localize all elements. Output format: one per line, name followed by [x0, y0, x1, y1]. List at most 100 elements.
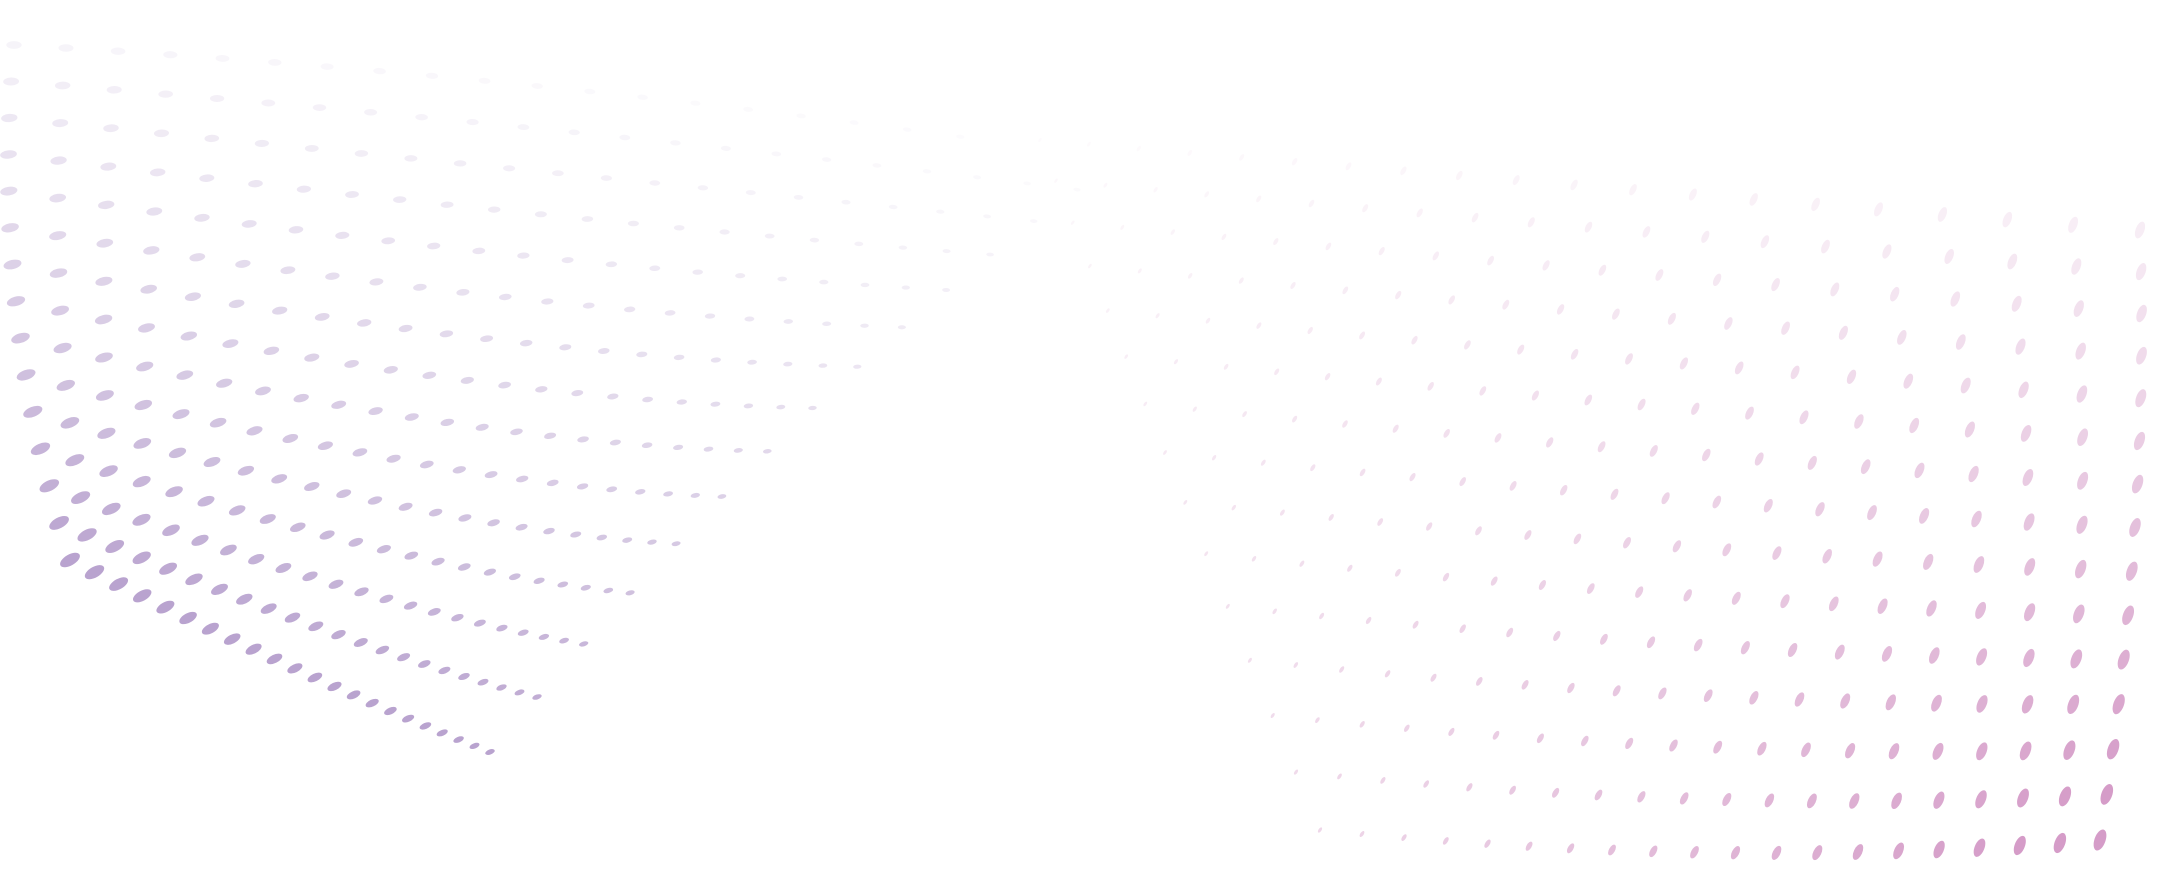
dot	[344, 359, 359, 368]
dot	[561, 257, 574, 264]
dot	[223, 633, 241, 645]
dot	[2117, 649, 2130, 670]
dot	[353, 638, 368, 647]
dot	[1423, 780, 1430, 788]
dot	[477, 678, 489, 686]
dot	[172, 409, 190, 420]
dot	[1610, 488, 1619, 500]
dot	[1812, 845, 1823, 861]
dot	[517, 124, 530, 131]
dot	[1722, 792, 1732, 807]
dot	[649, 180, 661, 186]
dot	[248, 180, 263, 188]
dot	[1256, 322, 1262, 329]
dot	[1669, 739, 1678, 752]
dot	[1211, 455, 1217, 461]
dot	[422, 371, 437, 379]
dot	[796, 113, 806, 119]
dot	[2075, 559, 2087, 579]
dot	[60, 552, 80, 568]
dot	[534, 211, 547, 218]
dot	[357, 319, 372, 327]
dot	[194, 213, 210, 222]
dot	[71, 491, 91, 504]
dot	[690, 100, 701, 106]
dot	[1484, 839, 1491, 848]
dot	[211, 583, 228, 596]
dot	[1492, 730, 1500, 740]
dot	[1891, 792, 1902, 810]
dot	[228, 505, 246, 516]
dot	[2068, 216, 2079, 233]
dot	[1426, 522, 1433, 531]
dot	[1103, 182, 1108, 188]
dot	[704, 313, 716, 319]
dot	[570, 531, 582, 538]
dot	[165, 486, 183, 498]
dot	[1749, 691, 1759, 705]
dot	[2129, 518, 2141, 537]
dot	[841, 199, 851, 205]
dot	[319, 530, 335, 540]
dot	[456, 288, 470, 296]
dot	[1476, 677, 1483, 686]
dot	[1365, 616, 1372, 625]
dot	[1781, 321, 1791, 335]
dot	[314, 313, 330, 321]
dot	[209, 417, 227, 428]
dot	[503, 165, 516, 172]
dot	[1914, 462, 1925, 479]
dot	[304, 144, 319, 152]
dot	[517, 629, 529, 636]
dot	[1494, 433, 1502, 443]
dot	[2076, 385, 2088, 403]
dot	[1432, 251, 1440, 261]
dot	[692, 269, 703, 275]
dot	[1932, 742, 1944, 760]
dot	[1612, 685, 1621, 697]
dot	[2023, 513, 2035, 531]
dot	[236, 593, 253, 605]
dot	[49, 193, 67, 203]
dot	[1242, 411, 1247, 418]
dot	[1221, 233, 1227, 241]
dot	[304, 353, 320, 362]
dot	[1512, 175, 1520, 186]
dot	[49, 268, 68, 278]
dot	[673, 225, 685, 231]
dot	[898, 245, 908, 250]
dot	[1559, 484, 1568, 496]
dot	[1430, 673, 1437, 682]
dot	[577, 436, 589, 443]
dot	[335, 231, 350, 239]
dot	[140, 284, 157, 294]
dot	[1731, 591, 1741, 605]
dot	[280, 266, 296, 275]
dot	[2024, 603, 2036, 622]
dot	[53, 342, 72, 354]
dot	[2077, 428, 2089, 446]
dot	[466, 119, 479, 126]
dot	[519, 339, 533, 347]
dot	[1849, 793, 1860, 809]
dot	[1950, 291, 1961, 307]
dot	[936, 209, 945, 214]
dot	[747, 359, 757, 365]
dot	[1324, 373, 1331, 381]
dot	[1690, 845, 1699, 859]
dot	[1279, 509, 1285, 516]
dot	[1442, 572, 1450, 582]
dot	[375, 645, 390, 655]
dot	[496, 624, 508, 632]
dot	[480, 335, 494, 343]
dot	[2112, 694, 2125, 715]
dot	[670, 140, 681, 146]
dot	[1933, 791, 1945, 809]
dot	[1973, 838, 1986, 857]
dot	[1971, 510, 1982, 528]
dot	[176, 370, 194, 380]
dot	[369, 278, 384, 286]
dot	[717, 494, 727, 499]
dot	[624, 306, 636, 313]
dot	[1403, 724, 1410, 732]
